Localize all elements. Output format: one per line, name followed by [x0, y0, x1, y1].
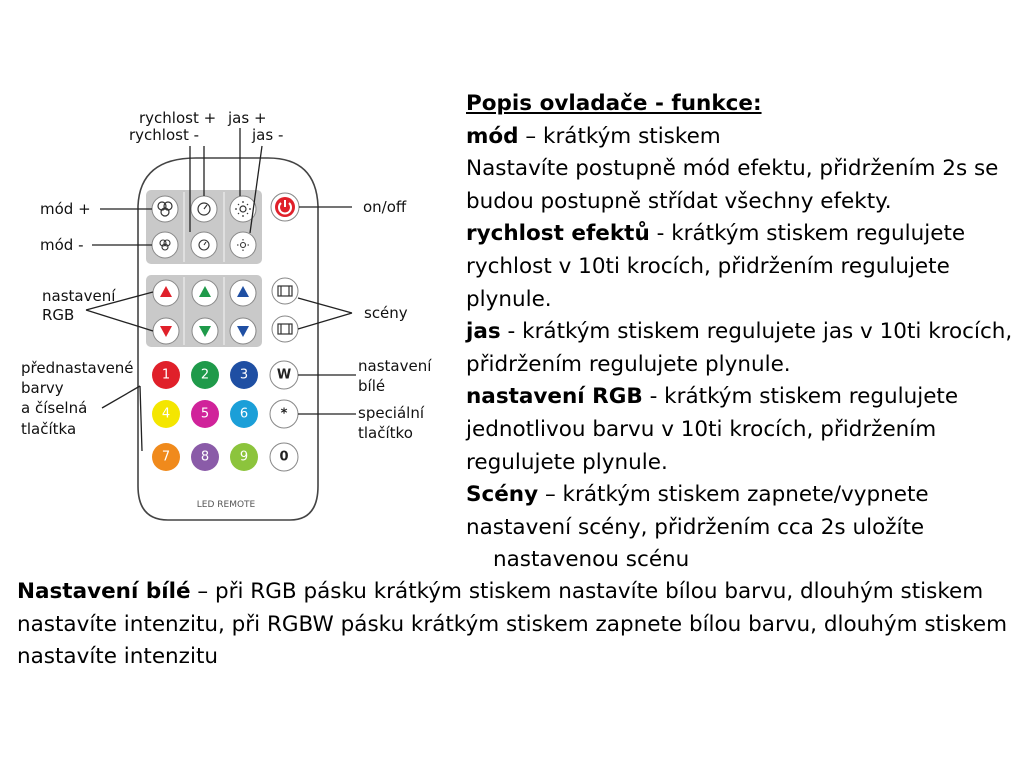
blue-up-button[interactable]: [229, 279, 257, 307]
rgb-term: nastavení RGB: [466, 384, 643, 410]
white-label-line2: bílé: [358, 377, 385, 395]
mode-term: mód: [466, 123, 519, 149]
special-label-line2: tlačítko: [358, 424, 413, 442]
white-button[interactable]: W: [269, 360, 299, 390]
triangle-up-icon: [160, 286, 172, 297]
svg-text:9: 9: [240, 450, 248, 465]
button-1[interactable]: 1: [152, 361, 180, 389]
blue-down-button[interactable]: [229, 317, 257, 345]
preset-label-line3: a číselná: [21, 399, 87, 417]
speed-plus-label: rychlost +: [139, 109, 216, 127]
svg-text:6: 6: [240, 407, 248, 422]
scene-button-1[interactable]: [271, 277, 299, 305]
brightness-plus-button[interactable]: [229, 195, 257, 223]
red-up-button[interactable]: [152, 279, 180, 307]
mode-icon: [159, 239, 171, 251]
white-description: Nastavení bílé – při RGB pásku krátkým s…: [17, 576, 1017, 674]
svg-text:2: 2: [201, 368, 209, 383]
button-9[interactable]: 9: [230, 443, 258, 471]
svg-text:8: 8: [201, 450, 209, 465]
film-icon: [277, 285, 293, 297]
button-0[interactable]: 0: [269, 442, 299, 472]
scenes-text: – krátkým stiskem zapnete/vypnete nastav…: [466, 482, 929, 540]
button-8[interactable]: 8: [191, 443, 219, 471]
speed-minus-label: rychlost -: [129, 126, 199, 144]
triangle-down-icon: [199, 326, 211, 337]
button-3[interactable]: 3: [230, 361, 258, 389]
button-2[interactable]: 2: [191, 361, 219, 389]
svg-text:5: 5: [201, 407, 209, 422]
button-7[interactable]: 7: [152, 443, 180, 471]
brand-label: LED REMOTE: [197, 500, 256, 510]
svg-text:W: W: [277, 368, 291, 383]
white-term: Nastavení bílé: [17, 579, 191, 604]
special-button[interactable]: *: [269, 399, 299, 429]
power-icon: [278, 200, 292, 215]
mode-sep: – krátkým stiskem: [518, 123, 721, 149]
mode-icon: [157, 201, 173, 217]
brightness-term: jas: [466, 319, 501, 345]
scenes-description: Scény – krátkým stiskem zapnete/vypnete …: [466, 479, 1018, 577]
mode-text: Nastavíte postupně mód efektu, přidržení…: [466, 156, 999, 214]
brightness-text: - krátkým stiskem regulujete jas v 10ti …: [466, 319, 1013, 377]
rgb-description: nastavení RGB - krátkým stiskem reguluje…: [466, 381, 1018, 479]
triangle-up-icon: [237, 286, 249, 297]
white-label-line1: nastavení: [358, 357, 432, 375]
rgb-text: - krátkým stiskem regulujete jednotlivou…: [466, 384, 959, 475]
svg-text:4: 4: [162, 407, 170, 422]
speed-text: - krátkým stiskem regulujete rychlost v …: [466, 221, 966, 312]
mode-plus-button[interactable]: [151, 195, 179, 223]
film-icon: [277, 323, 293, 335]
svg-text:7: 7: [162, 450, 170, 465]
svg-text:*: *: [281, 407, 288, 422]
scenes-text-2: nastavenou scénu: [493, 547, 690, 573]
green-down-button[interactable]: [191, 317, 219, 345]
scenes-label: scény: [364, 304, 408, 322]
preset-label-line1: přednastavené: [21, 359, 134, 377]
brightness-minus-button[interactable]: [229, 231, 257, 259]
speed-term: rychlost efektů: [466, 221, 650, 247]
leader-lines: [85, 128, 356, 452]
rgb-label-line1: nastavení: [42, 287, 116, 305]
power-button[interactable]: [270, 192, 300, 222]
svg-text:1: 1: [162, 368, 170, 383]
sun-icon: [237, 239, 249, 251]
function-description: Popis ovladače - funkce: mód – krátkým s…: [466, 88, 1018, 577]
mode-plus-label: mód +: [40, 200, 91, 218]
description-title: Popis ovladače - funkce:: [466, 91, 762, 116]
triangle-up-icon: [199, 286, 211, 297]
button-5[interactable]: 5: [191, 400, 219, 428]
brightness-minus-label: jas -: [251, 126, 283, 144]
speed-description: rychlost efektů - krátkým stiskem regulu…: [466, 218, 1018, 316]
button-4[interactable]: 4: [152, 400, 180, 428]
brightness-plus-label: jas +: [227, 109, 267, 127]
preset-label-line2: barvy: [21, 379, 64, 397]
triangle-down-icon: [160, 326, 172, 337]
svg-text:3: 3: [240, 368, 248, 383]
speed-icon: [198, 239, 210, 251]
svg-text:0: 0: [279, 450, 288, 465]
triangle-down-icon: [237, 326, 249, 337]
mode-description: mód – krátkým stiskem: [466, 121, 1018, 154]
scenes-term: Scény: [466, 482, 539, 508]
speed-icon: [197, 202, 211, 216]
green-up-button[interactable]: [191, 279, 219, 307]
rgb-label-line2: RGB: [42, 306, 74, 324]
red-down-button[interactable]: [152, 317, 180, 345]
special-label-line1: speciální: [358, 404, 425, 422]
on-off-label: on/off: [363, 198, 407, 216]
scene-button-2[interactable]: [271, 315, 299, 343]
brightness-description: jas - krátkým stiskem regulujete jas v 1…: [466, 316, 1018, 381]
sun-icon: [235, 201, 251, 217]
white-text: – při RGB pásku krátkým stiskem nastavít…: [17, 579, 1008, 670]
preset-label-line4: tlačítka: [21, 420, 76, 438]
button-6[interactable]: 6: [230, 400, 258, 428]
speed-plus-button[interactable]: [190, 195, 218, 223]
speed-minus-button[interactable]: [190, 231, 218, 259]
mode-minus-label: mód -: [40, 236, 84, 254]
mode-minus-button[interactable]: [151, 231, 179, 259]
